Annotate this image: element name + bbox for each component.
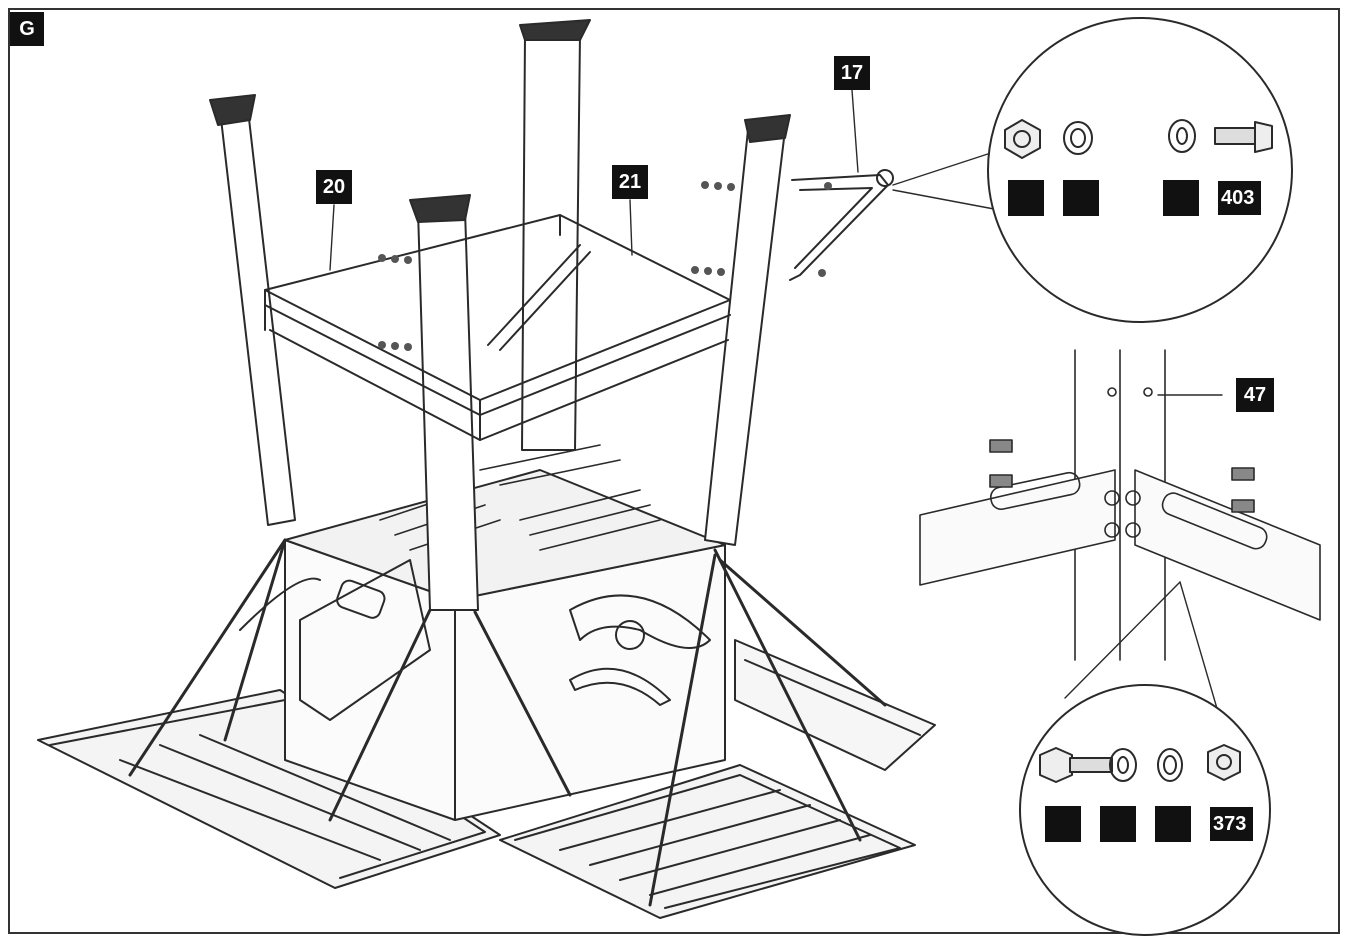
detail-circle-bottom: [1019, 684, 1271, 936]
leg-back-right: [704, 114, 791, 546]
detail-joint: [919, 349, 1321, 661]
diagonal-brace-mounted: [487, 244, 591, 351]
callout-21: 21: [612, 165, 648, 199]
detail-circle-top: [987, 17, 1293, 323]
callout-47: 47: [1236, 378, 1274, 412]
leg-back-left: [209, 94, 296, 526]
upper-frame: [264, 214, 731, 441]
panel-letter-badge: G: [10, 12, 44, 46]
loose-fasteners: [378, 181, 832, 351]
leg-front-center: [409, 194, 479, 611]
part-number-403: 403: [1218, 181, 1261, 215]
saw-housing: [239, 469, 726, 821]
part-number-box: [1063, 180, 1099, 216]
part-number-373: 373: [1210, 807, 1253, 841]
callout-20: 20: [316, 170, 352, 204]
callout-17: 17: [834, 56, 870, 90]
part-number-box: [1163, 180, 1199, 216]
part-number-box: [1155, 806, 1191, 842]
figure-frame: [8, 8, 1340, 934]
part-number-box: [1045, 806, 1081, 842]
leg-back-center: [519, 19, 591, 451]
struts: [128, 538, 887, 907]
side-tray-right: [734, 639, 936, 771]
part-number-box: [1100, 806, 1136, 842]
part-number-box: [1008, 180, 1044, 216]
brace-part-17: [789, 169, 894, 281]
